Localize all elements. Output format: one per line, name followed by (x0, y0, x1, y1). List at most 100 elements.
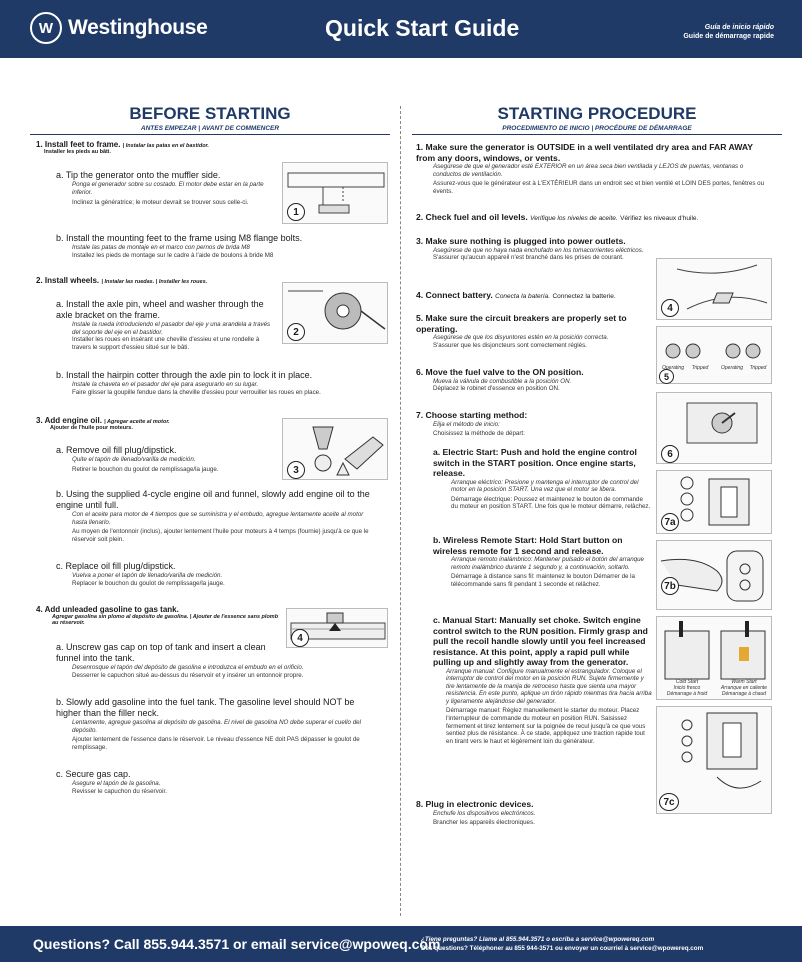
figure-7b-badge: 7b (661, 577, 679, 595)
figure-2-wheel: 2 (282, 282, 388, 344)
start7c-en: c. Manual Start: Manually set choke. Swi… (433, 615, 648, 667)
start5-es: Asegúrese de que los disyuntores estén e… (433, 334, 609, 341)
start7c-es: Arranque manual: Configure manualmente e… (446, 667, 652, 705)
step1b-fr: Installez les pieds de montage sur le ca… (72, 251, 274, 259)
warm-start-es: Arranque en caliente (720, 685, 768, 691)
cold-start-en: Cold Start (675, 679, 699, 685)
header-bar: W Westinghouse Quick Start Guide Guía de… (0, 0, 802, 58)
before-step-3: 3. Add engine oil. | Agregar aceite al m… (36, 416, 286, 431)
figure-6-badge: 6 (661, 445, 679, 463)
starting-rule (412, 134, 782, 135)
figure-7a-badge: 7a (661, 513, 679, 531)
brand-logo: W Westinghouse (30, 12, 208, 44)
starting-subtitle: PROCEDIMIENTO DE INICIO | PROCÉDURE DE D… (502, 125, 692, 132)
before-title: BEFORE STARTING (129, 104, 291, 123)
step4a-es: Desenrosque el tapón del depósito de gas… (72, 664, 304, 671)
step3c-es: Vuelva a poner el tapón de llenado/varil… (72, 572, 223, 579)
figure-3-badge: 3 (287, 461, 305, 479)
step4b-fr: Ajouter lentement de l'essence dans le r… (72, 736, 360, 751)
before-step-1: 1. Install feet to frame. | Instalar las… (36, 140, 276, 155)
start-step-7b: b. Wireless Remote Start: Hold Start but… (433, 535, 651, 588)
step2a-en: a. Install the axle pin, wheel and washe… (56, 299, 264, 320)
figure-7b-remote: 7b (656, 540, 772, 610)
figure-4-badge: 4 (291, 629, 309, 647)
start-step-4: 4. Connect battery. Conecta la batería. … (416, 290, 652, 303)
footer-bar: Questions? Call 855.944.3571 or email se… (0, 926, 802, 962)
breaker-tripped-label: Tripped (691, 365, 709, 371)
step4c-fr: Revisser le capuchon du réservoir. (72, 787, 167, 795)
figure-6-fuel-valve: 6 (656, 392, 772, 464)
step2b-es: Instale la chaveta en el pasador del eje… (72, 381, 259, 388)
circuit-breakers-illustration (665, 343, 761, 359)
start7a-es: Arranque eléctrico: Presione y mantenga … (451, 478, 639, 494)
step3b-es: Con el aceite para motor de 4 tiempos qu… (72, 511, 364, 526)
title-translations: Guía de inicio rápido Guide de démarrage… (683, 23, 774, 41)
choke-illustration (664, 621, 766, 680)
step1a-en: a. Tip the generator onto the muffler si… (56, 170, 221, 180)
figure-7a-electric: 7a (656, 470, 772, 534)
figure-4-battery: 4 (656, 258, 772, 320)
battery-illustration (676, 264, 768, 310)
start7b-es: Arranque remoto inalámbrico: Mantener pu… (451, 556, 644, 571)
start1-en: 1. Make sure the generator is OUTSIDE in… (416, 142, 753, 163)
before-step-1a: a. Tip the generator onto the muffler si… (56, 170, 276, 207)
before-step-3b: b. Using the supplied 4-cycle engine oil… (56, 489, 376, 543)
start-step-2: 2. Check fuel and oil levels. Verifique … (416, 212, 772, 225)
title-es: Guía de inicio rápido (704, 24, 774, 31)
start7a-en: a. Electric Start: Push and hold the eng… (433, 447, 637, 478)
step1-fr: Installer les pieds au bâti. (44, 149, 111, 155)
before-step-2b: b. Install the hairpin cotter through th… (56, 370, 386, 396)
fuel-valve-illustration (686, 402, 758, 444)
step3-es: | Agregar aceite al motor. (104, 419, 170, 425)
figure-2-badge: 2 (287, 323, 305, 341)
figure-7c-choke: Cold Start Inicio fresco Démarrage à fro… (656, 616, 772, 700)
before-starting-section: BEFORE STARTING ANTES EMPEZAR | AVANT DE… (30, 104, 390, 135)
before-step-4c: c. Secure gas cap. Asegure el tapón de l… (56, 769, 378, 795)
start4-es: Conecta la batería. (495, 293, 551, 300)
start-step-7a: a. Electric Start: Push and hold the eng… (433, 447, 651, 511)
figure-7c-recoil: 7c (656, 706, 772, 814)
figure-5-badge: 5 (659, 369, 674, 384)
start8-fr: Brancher les appareils électroniques. (433, 819, 535, 827)
footer-contact-translations: ¿Tiene preguntas? Llame al 855.944.3571 … (421, 935, 703, 953)
footer-fr: Des questions? Téléphoner au 855 944-357… (421, 945, 704, 952)
start-step-7: 7. Choose starting method: Elija el méto… (416, 410, 652, 438)
step3-fr: Ajouter de l'huile pour moteurs. (50, 425, 133, 431)
before-step-2: 2. Install wheels. | Instalar las ruedas… (36, 276, 296, 285)
recoil-pull-illustration (681, 712, 762, 789)
step3a-fr: Retirer le bouchon du goulot de rempliss… (72, 465, 219, 473)
figure-3-oil: 3 (282, 418, 388, 480)
start7-en: 7. Choose starting method: (416, 410, 528, 420)
start-step-1: 1. Make sure the generator is OUTSIDE in… (416, 142, 772, 195)
start6-en: 6. Move the fuel valve to the ON positio… (416, 367, 584, 377)
step4a-fr: Desserrer le capuchon situé au-dessus du… (72, 671, 304, 679)
step1a-es: Ponga el generador sobre su costado. El … (72, 181, 264, 196)
wheel-illustration (288, 290, 386, 330)
start6-fr: Déplacez le robinet d'essence en positio… (433, 385, 560, 393)
mounting-foot-illustration (287, 172, 385, 214)
start-step-7c: c. Manual Start: Manually set choke. Swi… (433, 615, 653, 745)
before-rule (30, 134, 390, 135)
step4b-es: Lentamente, agregue gasolina al depósito… (72, 719, 361, 734)
figure-4r-badge: 4 (661, 299, 679, 317)
step3a-es: Quite el tapón de llenado/varilla de med… (72, 456, 196, 463)
start-step-6: 6. Move the fuel valve to the ON positio… (416, 367, 652, 393)
figure-7c-badge: 7c (659, 793, 679, 811)
step2-es: | Instalar las ruedas. | Installer les r… (101, 279, 208, 285)
start5-en: 5. Make sure the circuit breakers are pr… (416, 313, 627, 334)
fuel-tank-illustration (290, 612, 386, 640)
before-step-3a: a. Remove oil fill plug/dipstick. Quite … (56, 445, 278, 473)
brand-name: Westinghouse (68, 16, 208, 39)
start7a-fr: Démarrage électrique: Poussez et mainten… (451, 495, 651, 511)
start7-es: Elija el método de inicio: (433, 420, 500, 428)
step3c-fr: Replacer le bouchon du goulot de remplis… (72, 579, 225, 587)
step3-head: 3. Add engine oil. (36, 416, 102, 425)
figure-1-feet: 1 (282, 162, 388, 224)
start8-en: 8. Plug in electronic devices. (416, 799, 534, 809)
before-subtitle: ANTES EMPEZAR | AVANT DE COMMENCER (140, 125, 280, 132)
starting-procedure-section: STARTING PROCEDURE PROCEDIMIENTO DE INIC… (412, 104, 782, 135)
start-step-8: 8. Plug in electronic devices. Enchufe l… (416, 799, 652, 827)
column-divider (400, 106, 401, 916)
figure-5-breakers: Operating Tripped Operating Tripped 5 (656, 326, 772, 384)
step2b-en: b. Install the hairpin cotter through th… (56, 370, 313, 380)
